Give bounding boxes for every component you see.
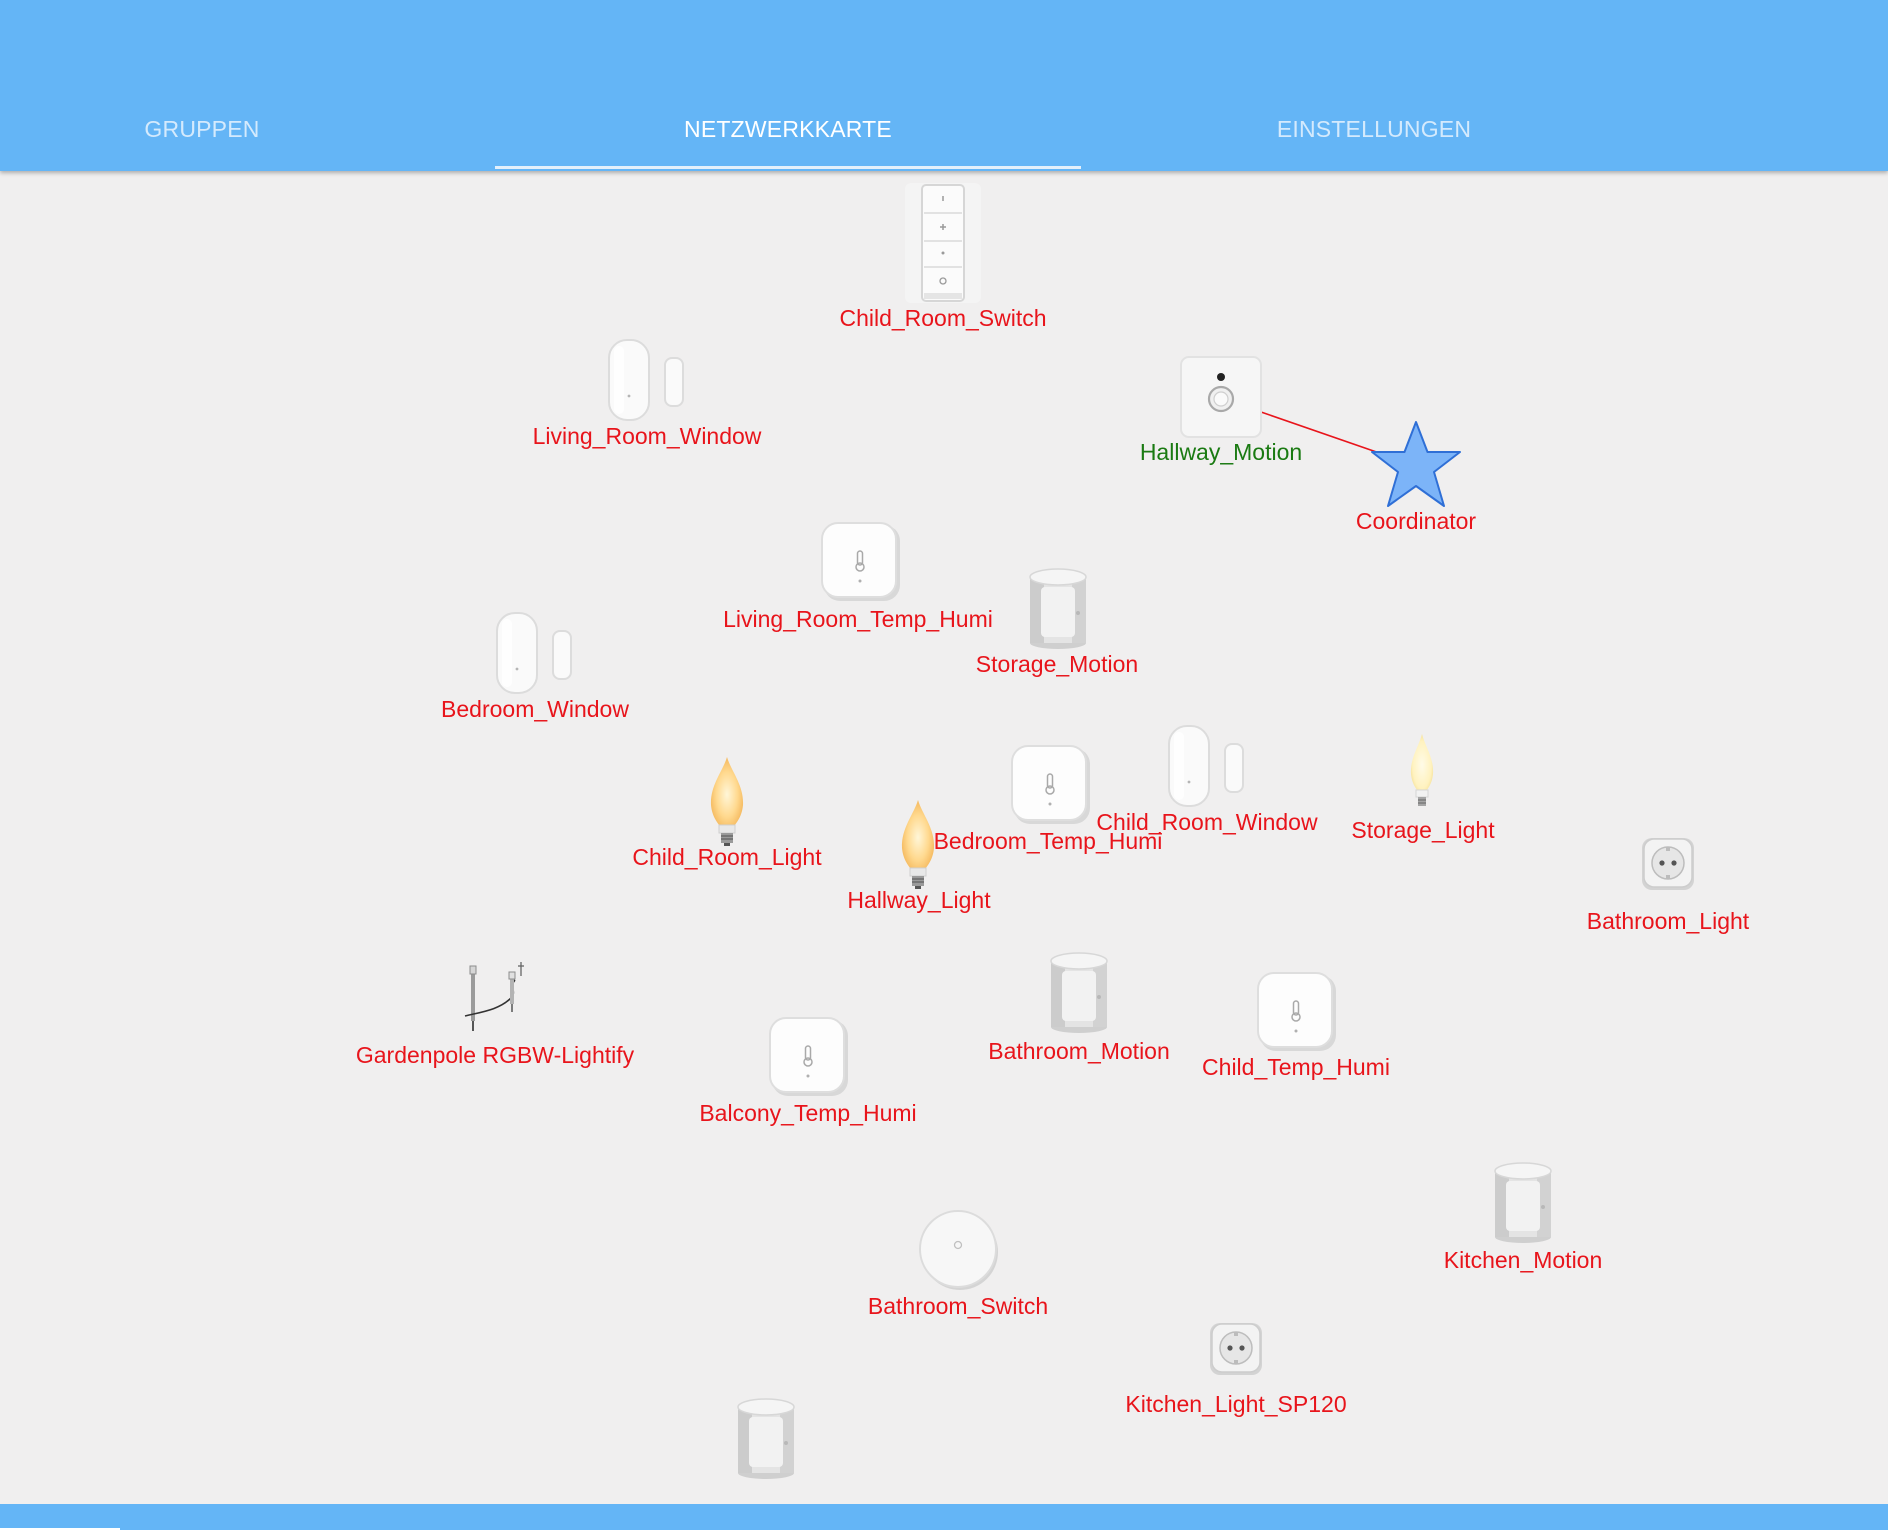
device-label-bathroom-light[interactable]: Bathroom_Light <box>1586 908 1750 934</box>
garden-pole-light-icon[interactable] <box>460 959 530 1033</box>
active-tab-indicator <box>495 166 1081 169</box>
device-label-living-room-temp-humi[interactable]: Living_Room_Temp_Humi <box>723 606 993 632</box>
device-label-child-room-window[interactable]: Child_Room_Window <box>1096 809 1318 835</box>
device-label-coordinator[interactable]: Coordinator <box>1355 508 1477 534</box>
candle-bulb-warm-icon[interactable] <box>705 755 749 847</box>
temp-humidity-sensor-icon[interactable] <box>766 1014 850 1098</box>
tab-netzwerkkarte[interactable]: NETZWERKKARTE <box>684 116 892 142</box>
device-label-kitchen-motion[interactable]: Kitchen_Motion <box>1443 1247 1603 1273</box>
door-window-sensor-icon[interactable] <box>490 611 580 695</box>
temp-humidity-sensor-icon[interactable] <box>1254 969 1338 1053</box>
bottom-bar <box>0 1504 1888 1530</box>
cylinder-motion-sensor-icon[interactable] <box>1488 1161 1558 1245</box>
cylinder-motion-sensor-icon[interactable] <box>1023 567 1093 651</box>
device-label-balcony-temp-humi[interactable]: Balcony_Temp_Humi <box>699 1100 917 1126</box>
star-icon[interactable] <box>1368 420 1464 512</box>
smart-plug-icon[interactable] <box>1640 836 1696 892</box>
network-map[interactable]: Child_Room_Switch Living_Room_Window Hal… <box>0 171 1888 1504</box>
cylinder-motion-sensor-icon[interactable] <box>731 1397 801 1481</box>
device-label-gardenpole-rgbw-lightify[interactable]: Gardenpole RGBW-Lightify <box>355 1042 635 1068</box>
door-window-sensor-icon[interactable] <box>602 338 692 422</box>
round-button-switch-icon[interactable] <box>916 1207 1000 1291</box>
app-header: GRUPPEN NETZWERKKARTE EINSTELLUNGEN <box>0 0 1888 171</box>
smart-plug-icon[interactable] <box>1208 1321 1264 1377</box>
temp-humidity-sensor-icon[interactable] <box>818 519 902 603</box>
device-label-bedroom-window[interactable]: Bedroom_Window <box>441 696 629 722</box>
bottom-bar-strip <box>0 1528 120 1530</box>
device-label-living-room-window[interactable]: Living_Room_Window <box>532 423 762 449</box>
device-label-child-room-light[interactable]: Child_Room_Light <box>632 844 822 870</box>
motion-sensor-icon[interactable] <box>1179 355 1263 439</box>
tab-einstellungen[interactable]: EINSTELLUNGEN <box>1276 116 1472 142</box>
tab-gruppen[interactable]: GRUPPEN <box>144 116 260 142</box>
dimmer-switch-icon[interactable] <box>901 181 985 305</box>
device-label-bedroom-temp-humi[interactable]: Bedroom_Temp_Humi <box>933 828 1163 854</box>
device-label-hallway-light[interactable]: Hallway_Light <box>847 887 991 913</box>
candle-bulb-warm-icon[interactable] <box>896 798 940 890</box>
temp-humidity-sensor-icon[interactable] <box>1008 742 1092 826</box>
device-label-bathroom-motion[interactable]: Bathroom_Motion <box>988 1038 1170 1064</box>
cylinder-motion-sensor-icon[interactable] <box>1044 951 1114 1035</box>
device-label-storage-motion[interactable]: Storage_Motion <box>975 651 1139 677</box>
door-window-sensor-icon[interactable] <box>1162 724 1252 808</box>
device-label-kitchen-light-sp120[interactable]: Kitchen_Light_SP120 <box>1125 1391 1347 1417</box>
device-label-storage-light[interactable]: Storage_Light <box>1351 817 1495 843</box>
device-label-hallway-motion[interactable]: Hallway_Motion <box>1139 439 1303 465</box>
device-label-child-room-switch[interactable]: Child_Room_Switch <box>839 305 1047 331</box>
network-links-layer <box>1260 411 1389 457</box>
device-label-child-temp-humi[interactable]: Child_Temp_Humi <box>1202 1054 1390 1080</box>
candle-bulb-white-icon[interactable] <box>1404 732 1440 812</box>
network-link <box>1260 411 1389 457</box>
device-label-bathroom-switch[interactable]: Bathroom_Switch <box>867 1293 1049 1319</box>
